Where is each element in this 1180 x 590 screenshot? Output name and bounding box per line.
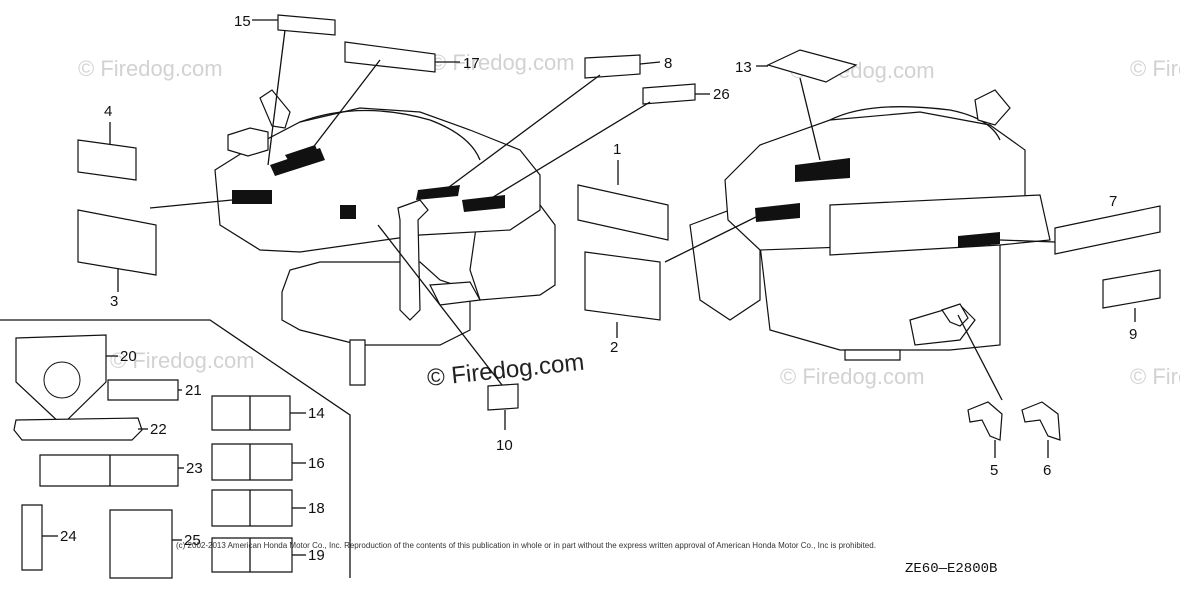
callout-1: 1 bbox=[613, 141, 621, 158]
label-15 bbox=[277, 14, 336, 36]
callout-19: 19 bbox=[308, 547, 325, 564]
label-25 bbox=[109, 509, 173, 579]
callout-13: 13 bbox=[735, 59, 752, 76]
callout-22: 22 bbox=[150, 421, 167, 438]
callout-numbers: 15 17 8 26 4 3 10 13 1 2 7 9 5 6 20 21 2… bbox=[60, 13, 1137, 564]
callout-4: 4 bbox=[104, 103, 112, 120]
leader-lines bbox=[42, 19, 1136, 556]
callout-16: 16 bbox=[308, 455, 325, 472]
callout-2: 2 bbox=[610, 339, 618, 356]
label-9 bbox=[1102, 269, 1161, 309]
callout-25: 25 bbox=[184, 532, 201, 549]
callout-10: 10 bbox=[496, 437, 513, 454]
callout-9: 9 bbox=[1129, 326, 1137, 343]
callout-6: 6 bbox=[1043, 462, 1051, 479]
callout-14: 14 bbox=[308, 405, 325, 422]
label-23 bbox=[39, 454, 179, 487]
label-2 bbox=[584, 251, 661, 321]
copyright-notice: (c) 2002-2013 American Honda Motor Co., … bbox=[176, 541, 876, 550]
label-22 bbox=[13, 417, 143, 441]
callout-5: 5 bbox=[990, 462, 998, 479]
label-1 bbox=[577, 184, 669, 241]
labels-right bbox=[577, 49, 1161, 441]
label-18 bbox=[211, 489, 293, 527]
label-10 bbox=[487, 383, 519, 411]
callout-17: 17 bbox=[463, 55, 480, 72]
label-21 bbox=[107, 379, 179, 401]
label-3-position bbox=[232, 190, 272, 204]
callout-24: 24 bbox=[60, 528, 77, 545]
label-10-position bbox=[340, 205, 356, 219]
right-engine bbox=[689, 89, 1051, 361]
label-4 bbox=[77, 139, 137, 181]
callout-15: 15 bbox=[234, 13, 251, 30]
callout-3: 3 bbox=[110, 293, 118, 310]
watermark-1: © Firedog.com bbox=[78, 56, 223, 81]
label-13 bbox=[766, 49, 858, 83]
label-17 bbox=[344, 41, 436, 73]
diagram-code: ZE60—E2800B bbox=[905, 561, 997, 577]
label-14 bbox=[211, 395, 291, 431]
label-26 bbox=[642, 83, 696, 105]
label-8 bbox=[584, 54, 641, 79]
callout-7: 7 bbox=[1109, 193, 1117, 210]
watermark-5: © Firedog.com bbox=[110, 348, 255, 373]
label-5 bbox=[967, 401, 1003, 441]
labels-inset bbox=[13, 334, 293, 579]
label-6 bbox=[1021, 401, 1061, 441]
left-engine bbox=[214, 89, 556, 386]
inset-outline bbox=[0, 319, 351, 578]
label-16 bbox=[211, 443, 293, 481]
watermark-7: © Firedog.com bbox=[1130, 364, 1180, 389]
watermark-4: © Firedog.com bbox=[1130, 56, 1180, 81]
callout-21: 21 bbox=[185, 382, 202, 399]
callout-26: 26 bbox=[713, 86, 730, 103]
callout-20: 20 bbox=[120, 348, 137, 365]
callout-8: 8 bbox=[664, 55, 672, 72]
label-24 bbox=[21, 504, 43, 571]
callout-23: 23 bbox=[186, 460, 203, 477]
callout-18: 18 bbox=[308, 500, 325, 517]
labels-left bbox=[77, 14, 696, 411]
label-19 bbox=[211, 537, 293, 573]
watermark-6: © Firedog.com bbox=[780, 364, 925, 389]
label-3 bbox=[77, 209, 157, 276]
label-7 bbox=[1054, 205, 1161, 255]
